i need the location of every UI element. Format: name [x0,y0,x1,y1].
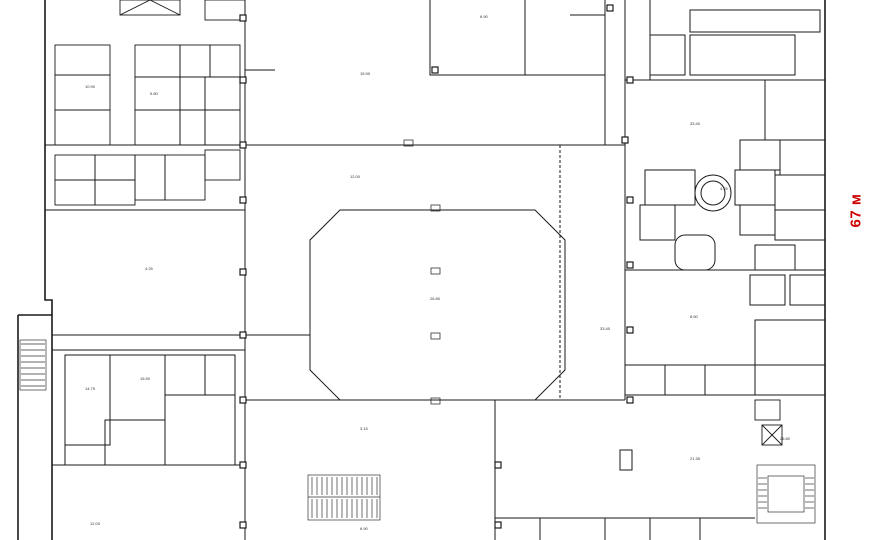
room-area-label: 4.25 [720,186,729,191]
right-wing-walls [624,0,826,396]
column-marker [621,136,629,144]
column-marker [239,14,247,22]
atrium-lights [403,139,441,405]
stair-icon-left [19,339,47,391]
room-labels: 15.50 6.90 12.00 4.25 26.80 33.40 8.60 3.15 21.3… [85,14,791,531]
top-left-rooms [54,0,246,206]
column-marker [239,268,247,276]
elevator-icon [754,399,783,446]
column-marker [626,261,634,269]
column-marker [239,521,247,529]
bottom-zone [245,334,755,540]
column-marker [494,461,502,469]
stair-icon-right [756,464,816,524]
room-area-label: 10.90 [85,84,96,89]
column-marker [494,521,502,529]
room-area-label: 21.35 [690,456,701,461]
column-marker [431,66,439,74]
column-marker [239,196,247,204]
room-area-label: 15.50 [360,71,371,76]
room-area-label: 26.80 [780,436,791,441]
room-area-label: 15.50 [140,376,151,381]
room-area-label: 5.80 [150,91,159,96]
column-marker [239,396,247,404]
column-marker [626,326,634,334]
stair-icon [307,474,381,521]
column-marker [239,76,247,84]
room-area-label: 14.75 [85,386,96,391]
room-area-label: 3.15 [360,426,369,431]
room-area-label: 6.90 [480,14,489,19]
column-marker [239,141,247,149]
column-marker [239,331,247,339]
room-area-label: 6.90 [360,526,369,531]
column-marker [626,396,634,404]
room-area-label: 12.00 [350,174,361,179]
room-area-label: 33.40 [600,326,611,331]
room-area-label: 12.00 [90,521,101,526]
column-marker [626,76,634,84]
column-marker [626,196,634,204]
room-area-label: 33.40 [690,121,701,126]
column-marker [239,461,247,469]
room-area-label: 4.25 [145,266,154,271]
room-area-label: 26.80 [430,296,441,301]
dimension-label: 67 м [845,185,867,235]
column-marker [606,4,614,12]
column-icon [239,4,634,529]
room-area-label: 8.60 [690,314,699,319]
dimension-text: 67 м [847,193,865,227]
atrium-outline [309,209,566,401]
top-corridor [245,0,626,400]
